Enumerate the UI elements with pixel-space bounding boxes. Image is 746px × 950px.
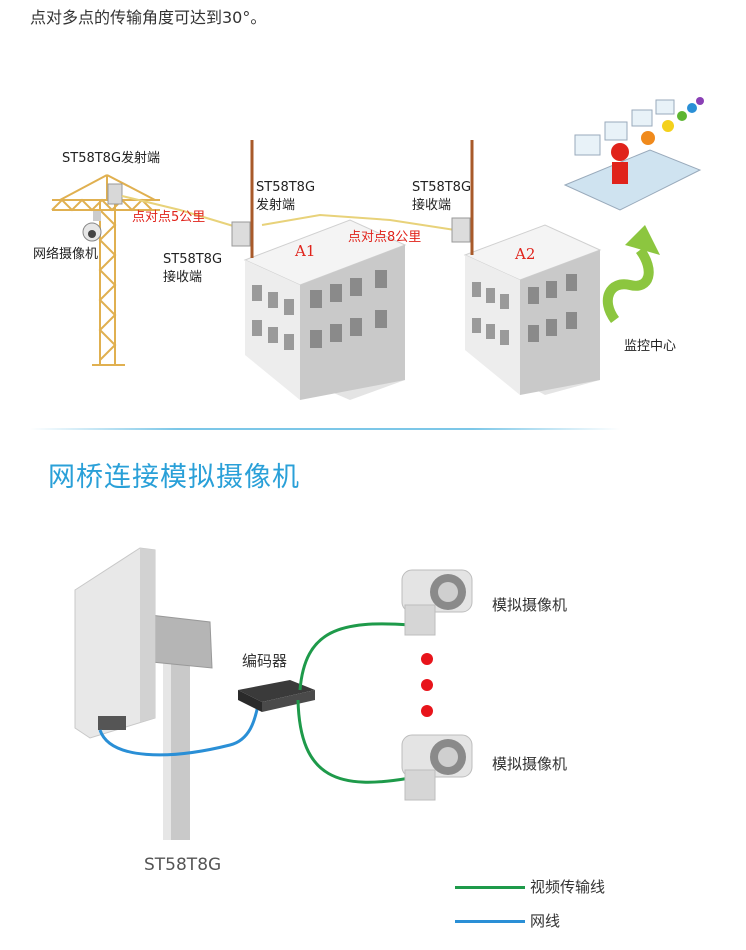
- crane-bridge-device: [107, 183, 123, 205]
- a1-rx-label-line2: 接收端: [163, 270, 203, 285]
- video-cable-1: [298, 622, 411, 691]
- legend-network-line: [455, 920, 525, 923]
- a1-tx-label-line2: 发射端: [256, 198, 296, 213]
- analog-camera-1-icon: [401, 569, 473, 636]
- panel-antenna: [74, 547, 156, 739]
- link2-label: 点对点8公里: [348, 230, 422, 245]
- link-line-1: [121, 195, 241, 229]
- tower-crane: [51, 174, 160, 366]
- building-a1-name: A1: [295, 242, 316, 260]
- dome-camera-icon: [82, 211, 102, 242]
- legend-video-line: [455, 886, 525, 889]
- building-a2-name: A2: [515, 245, 536, 263]
- building-a2: [451, 140, 602, 395]
- encoder-label: 编码器: [242, 652, 288, 670]
- link-line-2: [261, 213, 456, 231]
- building-a1: [231, 140, 407, 400]
- camera-label: 网络摄像机: [33, 247, 99, 262]
- legend-video-label: 视频传输线: [530, 878, 606, 896]
- a1-rx-label-line1: ST58T8G: [163, 252, 223, 267]
- device-label: ST58T8G: [144, 855, 222, 875]
- intro-text: 点对多点的传输角度可达到30°。: [30, 8, 267, 27]
- analog-camera-2-icon: [401, 734, 473, 801]
- link1-label: 点对点5公里: [132, 210, 206, 225]
- ellipsis-dot: [421, 653, 433, 665]
- a1-tx-label-line1: ST58T8G: [256, 180, 316, 195]
- monitoring-center-icon: [563, 97, 704, 211]
- legend-network-label: 网线: [530, 912, 561, 930]
- section-divider: [30, 428, 620, 430]
- network-cable: [98, 704, 260, 757]
- crane-device-label: ST58T8G发射端: [62, 151, 161, 166]
- a2-rx-label-line2: 接收端: [412, 198, 452, 213]
- encoder-box: [238, 680, 315, 712]
- top-diagram: [51, 97, 704, 400]
- a2-rx-label-line1: ST58T8G: [412, 180, 472, 195]
- ellipsis-dot: [421, 679, 433, 691]
- ellipsis-dot: [421, 705, 433, 717]
- curved-arrow-icon: [602, 225, 660, 323]
- camera2-label: 模拟摄像机: [492, 755, 568, 773]
- monitor-center-label: 监控中心: [624, 339, 677, 354]
- camera1-label: 模拟摄像机: [492, 596, 568, 614]
- mounting-bracket: [149, 614, 213, 669]
- section-title: 网桥连接模拟摄像机: [48, 462, 300, 493]
- mounting-pole: [163, 620, 190, 840]
- video-cable-2: [296, 699, 411, 784]
